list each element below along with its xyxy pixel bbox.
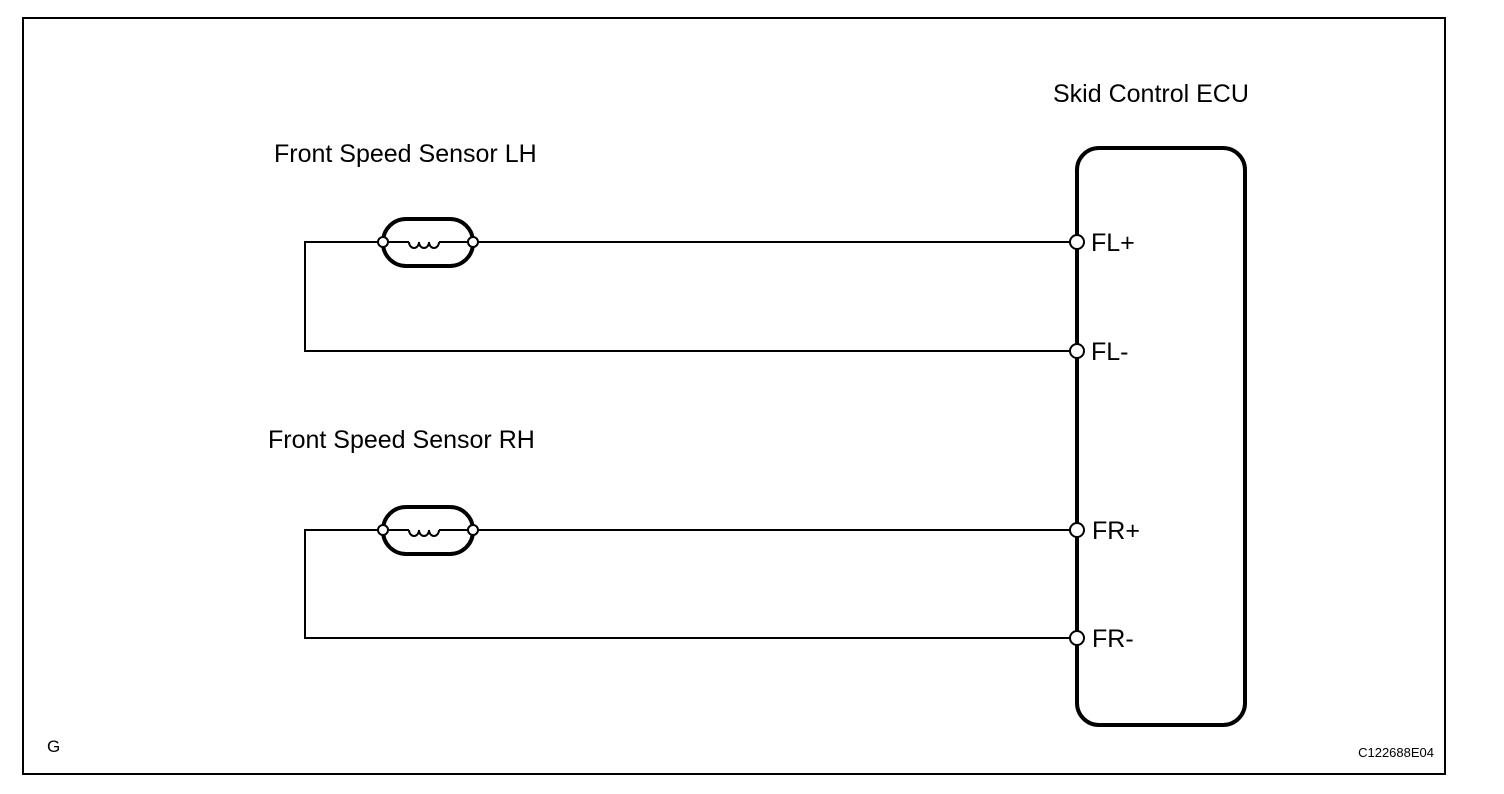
sensor-rh-label: Front Speed Sensor RH (268, 426, 535, 454)
wire-fl-minus (304, 241, 1071, 352)
pin-label-fl-plus: FL+ (1091, 229, 1135, 257)
sensor-lh-symbol (377, 217, 479, 268)
ecu-terminal-fl-minus (1069, 343, 1085, 359)
wire-fr-minus (304, 529, 1071, 639)
ecu-title: Skid Control ECU (1053, 80, 1249, 108)
sensor-lh-label: Front Speed Sensor LH (274, 140, 537, 168)
pin-label-fl-minus: FL- (1091, 338, 1129, 366)
ecu-terminal-fr-plus (1069, 522, 1085, 538)
ecu-terminal-fr-minus (1069, 630, 1085, 646)
footer-left-code: G (47, 737, 60, 756)
pin-label-fr-plus: FR+ (1092, 517, 1140, 545)
pin-label-fr-minus: FR- (1092, 625, 1134, 653)
ecu-box (1075, 146, 1247, 727)
diagram-frame (22, 17, 1446, 775)
ecu-terminal-fl-plus (1069, 234, 1085, 250)
footer-right-code: C122688E04 (1358, 745, 1434, 760)
sensor-rh-symbol (377, 505, 479, 556)
